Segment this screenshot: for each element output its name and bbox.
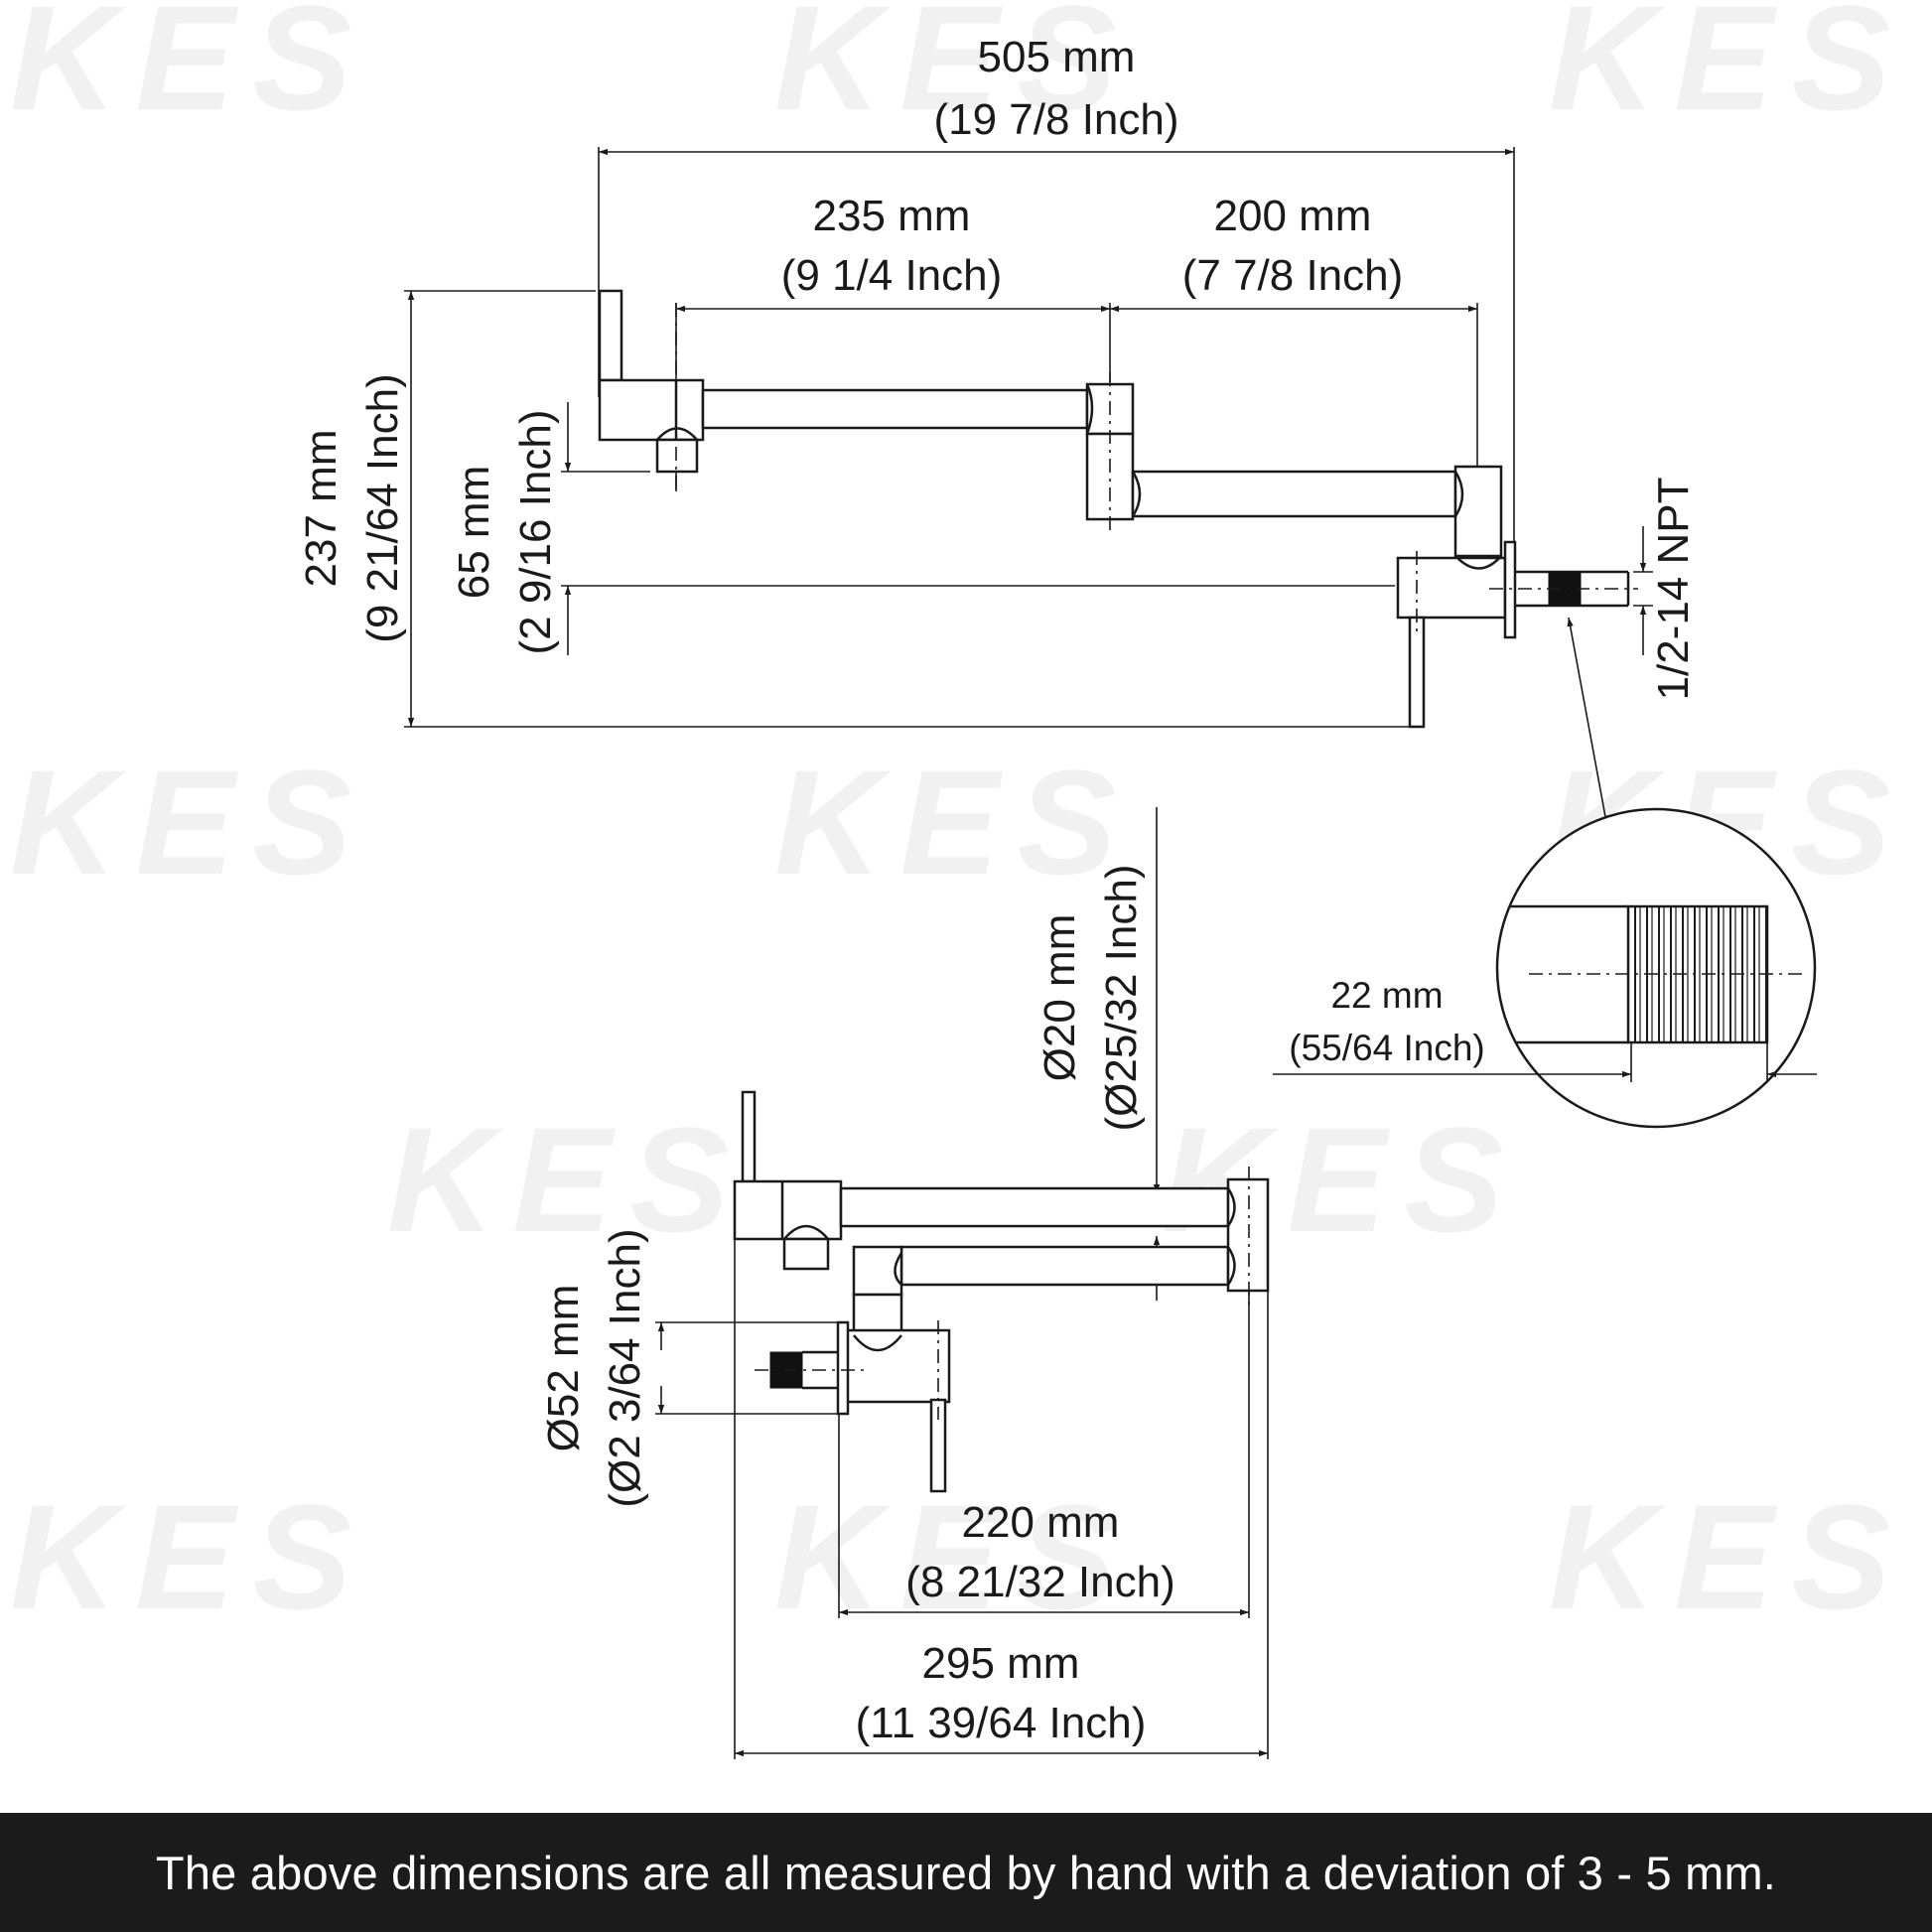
thread-spec-label: 1/2-14 NPT <box>1649 478 1698 701</box>
arm-span-mm: 220 mm <box>962 1498 1120 1547</box>
total-depth-mm: 295 mm <box>922 1639 1080 1688</box>
body-swivel <box>1453 465 1503 558</box>
side-spout-joint <box>733 1179 843 1241</box>
arm2-length-mm: 200 mm <box>1214 192 1372 240</box>
valve-handle <box>1408 616 1426 729</box>
watermark-text: KES <box>774 739 1134 905</box>
footer-bar: The above dimensions are all measured by… <box>0 1813 1932 1932</box>
side-valve-body <box>844 1328 951 1404</box>
watermark-text: KES <box>1549 0 1908 141</box>
watermark-text: KES <box>387 1096 747 1263</box>
arm1-pipe <box>701 388 1089 430</box>
watermark-text: KES <box>10 1473 369 1640</box>
wall-flange <box>1503 540 1517 639</box>
spout-tip <box>598 289 623 382</box>
side-arm-lower <box>899 1245 1230 1287</box>
thread-length-inch: (55/64 Inch) <box>1289 1028 1484 1068</box>
watermark-text: KES <box>774 0 1134 141</box>
spout-drop-inch: (2 9/16 Inch) <box>511 409 560 654</box>
pipe-diameter-inch: (Ø25/32 Inch) <box>1097 864 1146 1131</box>
arm2-length-inch: (7 7/8 Inch) <box>1182 251 1404 300</box>
watermark-text: KES <box>10 0 369 141</box>
top-view: 505 mm (19 7/8 Inch) 235 mm (9 1/4 Inch)… <box>297 33 1698 823</box>
overall-length-inch: (19 7/8 Inch) <box>933 95 1178 144</box>
flange-diameter-mm: Ø52 mm <box>539 1285 588 1452</box>
watermark-text: KES <box>10 739 369 905</box>
flange-diameter-inch: (Ø2 3/64 Inch) <box>601 1228 649 1507</box>
footer-note: The above dimensions are all measured by… <box>155 1846 1777 1899</box>
thread-length-mm: 22 mm <box>1330 975 1443 1016</box>
watermark-text: KES <box>1549 1473 1908 1640</box>
arm-span-inch: (8 21/32 Inch) <box>905 1558 1175 1606</box>
total-height-mm: 237 mm <box>297 430 345 588</box>
watermark-text: KES <box>1162 1096 1521 1263</box>
side-view: Ø20 mm (Ø25/32 Inch) <box>539 807 1270 1759</box>
overall-length-mm: 505 mm <box>978 33 1136 81</box>
total-height-inch: (9 21/64 Inch) <box>358 373 407 643</box>
arm1-length-inch: (9 1/4 Inch) <box>781 251 1003 300</box>
thread-detail-view: 22 mm (55/64 Inch) <box>1273 807 1817 1129</box>
side-aerator <box>782 1237 830 1271</box>
elbow-lower <box>1085 432 1135 521</box>
side-arm-upper <box>839 1186 1230 1228</box>
aerator <box>655 438 699 474</box>
side-spout-tip <box>741 1090 757 1183</box>
arm2-pipe <box>1131 470 1457 518</box>
side-flange <box>836 1320 850 1416</box>
total-depth-inch: (11 39/64 Inch) <box>856 1699 1147 1747</box>
spout-drop-mm: 65 mm <box>450 466 498 599</box>
arm1-length-mm: 235 mm <box>813 192 971 240</box>
pipe-diameter-mm: Ø20 mm <box>1035 914 1084 1082</box>
